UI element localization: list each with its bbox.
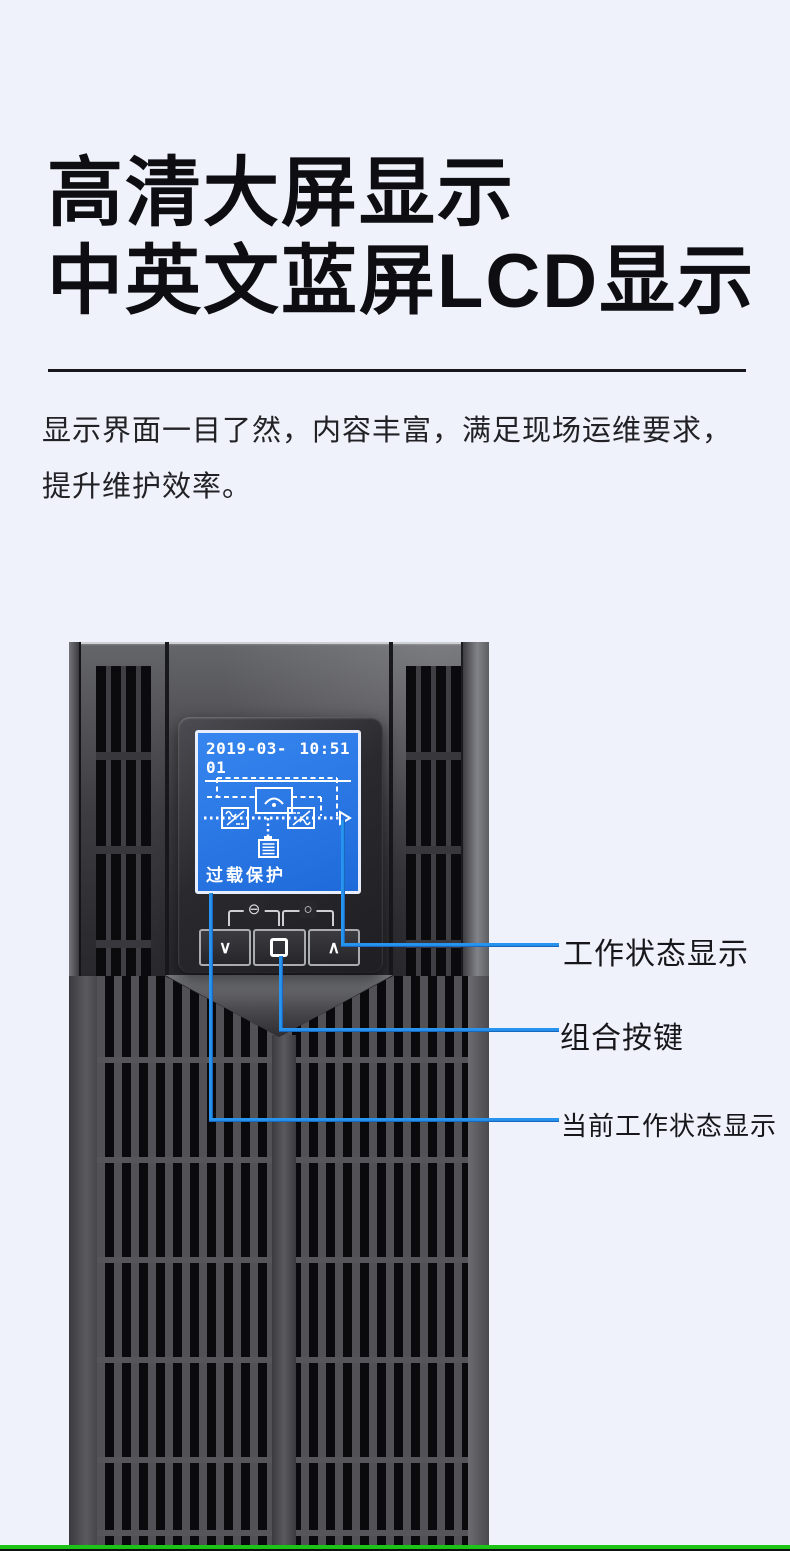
output-arrow-icon: [339, 810, 352, 826]
ups-flow-diagram-icon: [204, 777, 352, 858]
combo-indicators: ⊖ ○: [228, 901, 334, 927]
callout-label-combo-buttons: 组合按键: [560, 1022, 684, 1055]
panel-seam-left: [165, 642, 169, 987]
device-left-edge: [69, 975, 97, 1548]
panel-buttons: ∨ ∧: [199, 929, 360, 966]
callout-line-current-status-h: [209, 1118, 559, 1122]
combo-indicator-left: ⊖: [228, 901, 280, 926]
callout-line-combo-buttons-h: [279, 1028, 559, 1032]
up-button[interactable]: ∧: [307, 929, 360, 966]
lcd-status-text: 过载保护: [206, 866, 286, 885]
lcd-time: 10:51: [299, 739, 350, 758]
panel-left-edge: [69, 642, 81, 982]
callout-label-current-status: 当前工作状态显示: [561, 1111, 778, 1141]
avr-module-icon: [255, 787, 293, 814]
bottom-green-bar: [0, 1545, 790, 1549]
page-title-line2: 中英文蓝屏LCD显示: [47, 239, 756, 325]
ups-device-image: 2019-03-01 10:51: [69, 642, 489, 1548]
rectifier-module-icon: [221, 807, 249, 829]
lower-grille-section: [69, 975, 489, 1548]
square-icon: [270, 938, 289, 957]
grille-center-column: [272, 1035, 296, 1548]
callout-label-working-status: 工作状态显示: [563, 938, 749, 971]
chevron-down-icon: ∨: [218, 937, 232, 957]
page-title: 高清大屏显示 中英文蓝屏LCD显示: [47, 150, 755, 326]
circle-icon: ○: [299, 901, 317, 918]
title-divider: [48, 369, 746, 372]
combo-indicator-right: ○: [282, 901, 334, 926]
panel-right-edge: [461, 642, 489, 982]
vent-column-right: [406, 666, 461, 1000]
callout-line-working-status-v: [341, 820, 345, 947]
page-title-line1: 高清大屏显示: [47, 151, 515, 236]
page-description: 显示界面一目了然，内容丰富，满足现场运维要求，提升维护效率。: [42, 415, 733, 503]
callout-line-working-status-h: [341, 943, 559, 947]
callout-line-combo-buttons-v: [279, 956, 283, 1032]
down-button[interactable]: ∨: [199, 929, 252, 966]
minus-circle-icon: ⊖: [243, 901, 265, 918]
panel-top-highlight: [69, 642, 489, 644]
vent-column-left: [96, 666, 151, 1000]
lcd-datetime: 2019-03-01 10:51: [198, 733, 358, 777]
bottom-black-edge: [0, 1549, 790, 1551]
lcd-date: 2019-03-01: [206, 739, 288, 777]
callout-line-current-status-v: [209, 893, 213, 1122]
lcd-screen: 2019-03-01 10:51: [195, 730, 361, 894]
battery-icon: [258, 818, 279, 858]
bypass-dashed-path: [207, 777, 338, 816]
inverter-module-icon: [287, 807, 315, 829]
lcd-underline: [205, 780, 351, 782]
device-right-edge: [468, 975, 489, 1548]
panel-seam-right: [389, 642, 393, 987]
chevron-up-icon: ∧: [327, 937, 341, 957]
